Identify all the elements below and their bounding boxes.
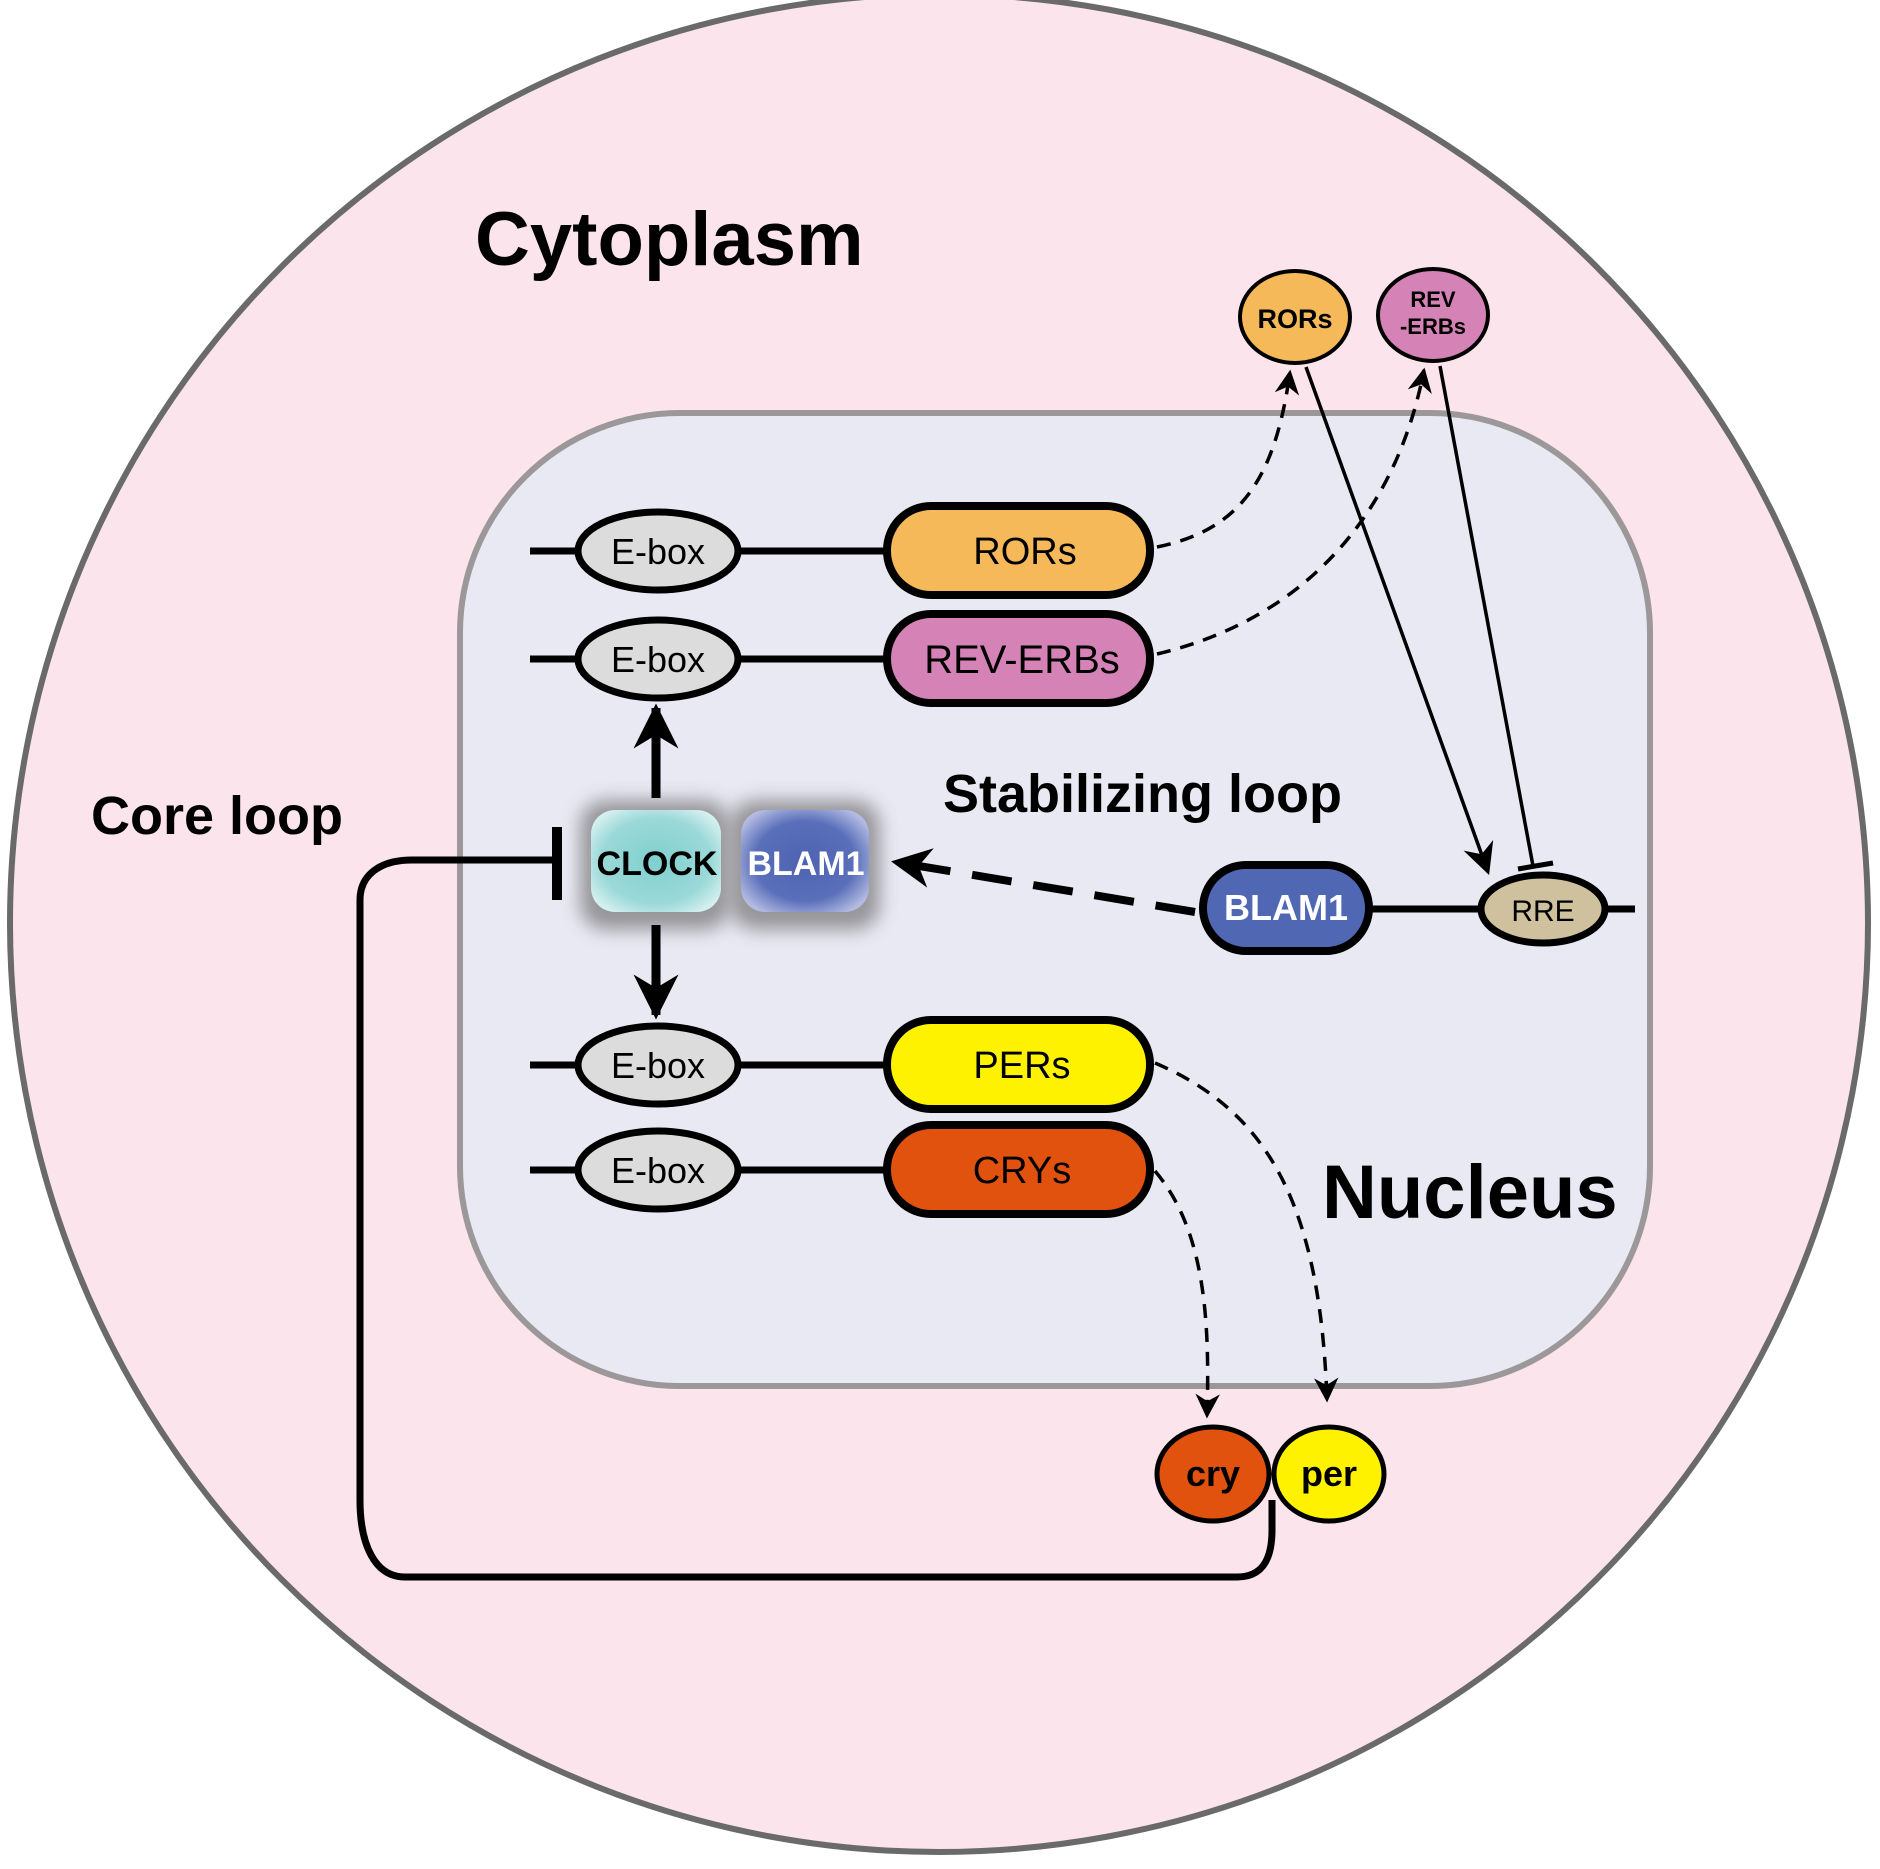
pers-gene xyxy=(883,1016,1154,1113)
cry-per-complex: cry per xyxy=(1154,1424,1387,1524)
pers-export-arrow xyxy=(1154,1061,1339,1403)
clock-protein xyxy=(591,810,721,912)
cytoplasmic-rors: RORs xyxy=(1238,269,1352,365)
rors-protein-label: RORs xyxy=(1257,304,1332,334)
cry-label: cry xyxy=(1186,1453,1240,1494)
ebox-promoter xyxy=(574,1022,742,1108)
ebox-label: E-box xyxy=(611,1150,705,1191)
reverbs-protein xyxy=(1376,267,1490,363)
per-label: per xyxy=(1301,1453,1357,1494)
blam1-gene xyxy=(1199,861,1373,955)
rors-export-arrow xyxy=(1156,369,1300,549)
reverbs-protein-label-1: REV xyxy=(1410,287,1456,312)
stabilizing-arrow xyxy=(891,848,1196,916)
crys-gene-label: CRYs xyxy=(973,1150,1072,1192)
rors-gene-label: RORs xyxy=(973,531,1076,573)
ebox-label: E-box xyxy=(611,639,705,680)
rre-label: RRE xyxy=(1511,895,1574,928)
pers-gene-label: PERs xyxy=(973,1045,1070,1087)
ebox-promoter xyxy=(574,1127,742,1213)
reverbs-inhibition-line xyxy=(1438,365,1535,867)
blam1-gene-label: BLAM1 xyxy=(1224,887,1348,928)
gene-row: E-box REV-ERBs xyxy=(574,610,1154,707)
stabilizing-loop-label: Stabilizing loop xyxy=(943,764,1342,824)
cry-protein xyxy=(1154,1424,1272,1524)
rors-protein xyxy=(1238,269,1352,365)
per-protein xyxy=(1271,1424,1387,1524)
rre-row: BLAM1 RRE xyxy=(1199,861,1609,955)
blam1-label: BLAM1 xyxy=(747,845,864,883)
rors-activation-arrow xyxy=(1304,366,1494,875)
core-loop-inhibition-path xyxy=(356,856,1276,1581)
reverbs-inhibition-bar xyxy=(1517,860,1554,872)
ebox-promoter xyxy=(574,508,742,594)
rors-gene xyxy=(883,502,1154,599)
crys-gene xyxy=(883,1121,1154,1218)
rre-element xyxy=(1477,871,1609,947)
ebox-label: E-box xyxy=(611,531,705,572)
cytoplasmic-reverbs: REV -ERBs xyxy=(1376,267,1490,363)
cytoplasm-label: Cytoplasm xyxy=(475,197,864,282)
blam1-protein xyxy=(741,810,869,912)
reverbs-gene xyxy=(883,610,1154,707)
clock-blam1-complex: CLOCK BLAM1 xyxy=(580,800,880,930)
gene-row: E-box PERs xyxy=(574,1016,1154,1113)
reverbs-export-arrow xyxy=(1156,367,1432,656)
ebox-promoter xyxy=(574,616,742,702)
crys-export-arrow xyxy=(1153,1169,1220,1419)
gene-row: E-box RORs xyxy=(574,502,1154,599)
reverbs-protein-label-2: -ERBs xyxy=(1400,314,1466,339)
reverbs-gene-label: REV-ERBs xyxy=(924,638,1120,682)
ebox-label: E-box xyxy=(611,1045,705,1086)
nucleus-label: Nucleus xyxy=(1322,1150,1618,1235)
gene-row: E-box CRYs xyxy=(574,1121,1154,1218)
core-loop-label: Core loop xyxy=(91,786,343,846)
clock-label: CLOCK xyxy=(597,845,718,883)
